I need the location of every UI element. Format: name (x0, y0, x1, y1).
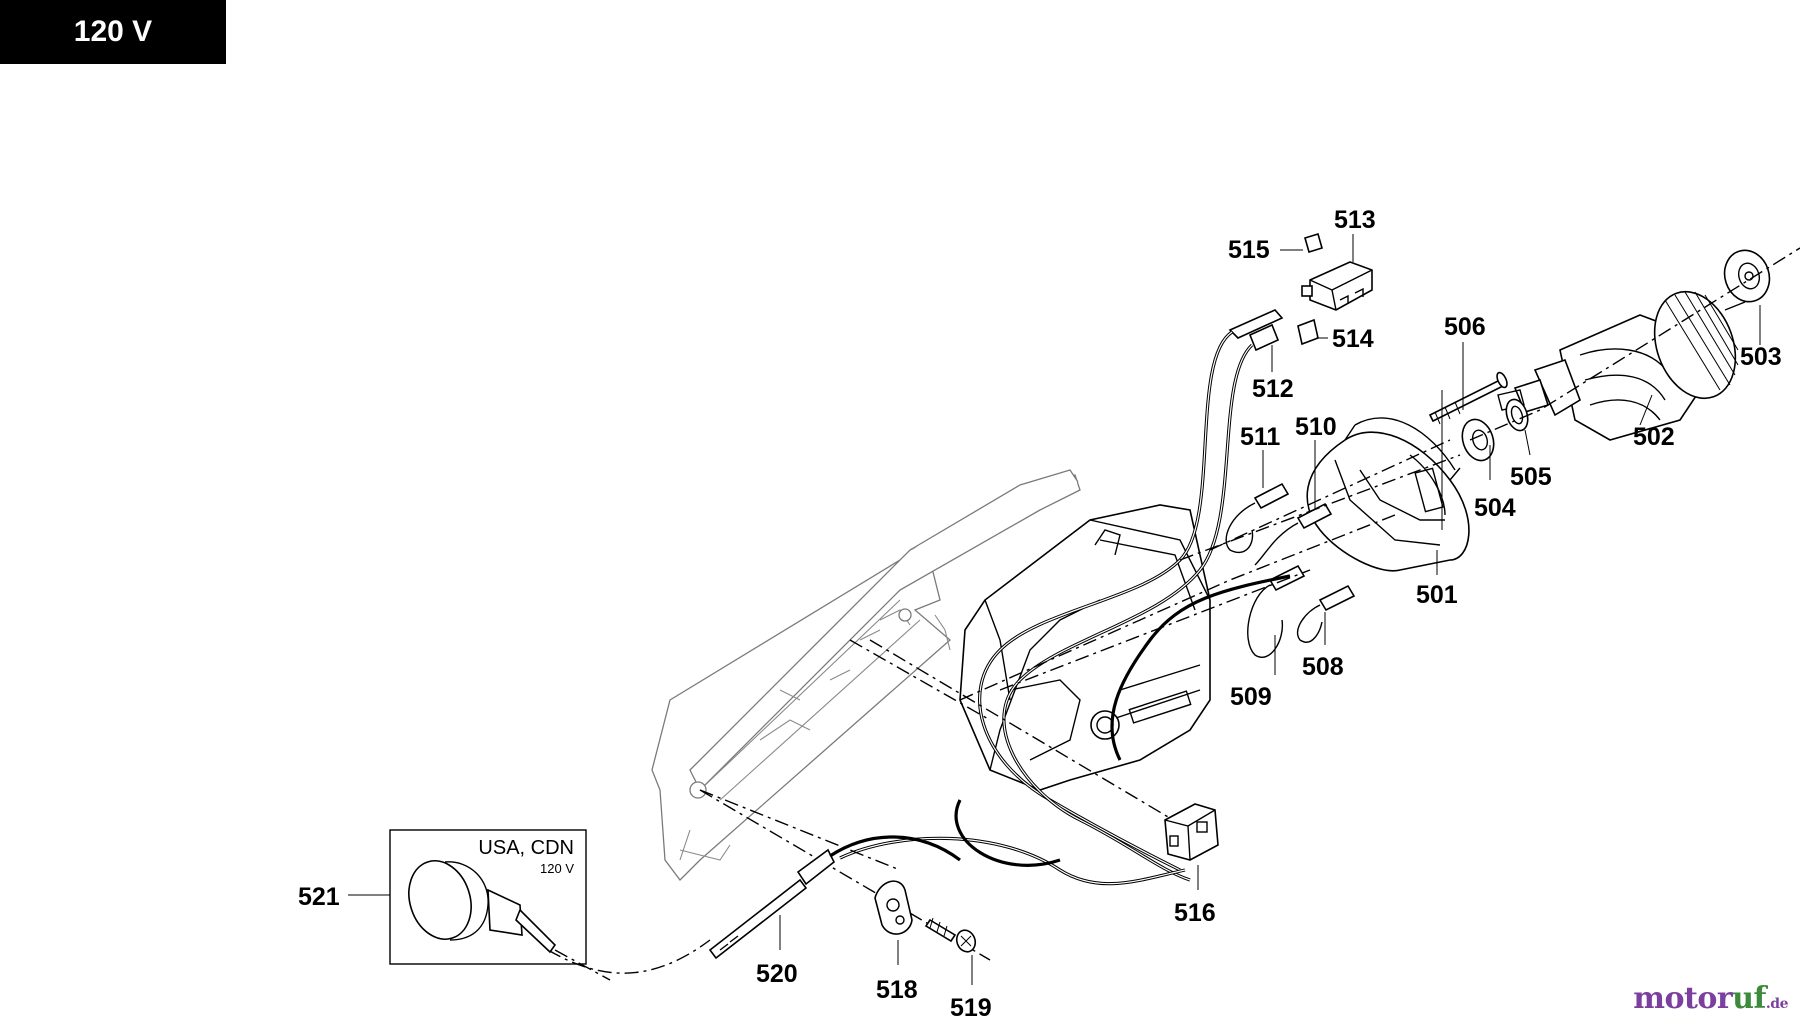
label-514: 514 (1332, 325, 1374, 353)
label-501: 501 (1416, 581, 1458, 609)
inset-voltage: 120 V (540, 861, 574, 876)
watermark-brand-a: motor (1633, 981, 1733, 1016)
connector-511 (1225, 482, 1290, 554)
label-521: 521 (298, 883, 340, 911)
leader-lines (348, 234, 1761, 985)
inset-region: USA, CDN (478, 837, 574, 859)
power-cord-520 (708, 835, 961, 960)
label-516: 516 (1174, 899, 1216, 927)
plug-inset-521: USA, CDN 120 V (389, 829, 611, 981)
watermark-logo: motoruf.de (1633, 981, 1788, 1016)
connector-block-516 (1164, 803, 1219, 861)
label-518: 518 (876, 976, 918, 1004)
label-502: 502 (1633, 423, 1675, 451)
label-504: 504 (1474, 494, 1516, 522)
connector-508 (1296, 584, 1356, 643)
screw-519 (924, 917, 977, 953)
label-509: 509 (1230, 683, 1272, 711)
label-513: 513 (1334, 206, 1376, 234)
connector-512 (1228, 309, 1284, 352)
motor-housing (959, 504, 1211, 791)
label-512: 512 (1252, 375, 1294, 403)
switch-513 (1301, 261, 1373, 311)
label-511: 511 (1240, 423, 1280, 451)
watermark-domain: .de (1765, 996, 1789, 1012)
label-508: 508 (1302, 653, 1344, 681)
armature-502 (1497, 290, 1746, 441)
label-505: 505 (1510, 463, 1552, 491)
strain-relief-518 (874, 880, 913, 935)
washer-505 (1505, 398, 1529, 432)
label-506: 506 (1444, 313, 1486, 341)
part-labels: 513 515 514 512 506 503 511 510 502 505 … (298, 206, 1782, 1022)
voltage-label: 120 V (73, 15, 153, 48)
stator-501 (1306, 417, 1470, 572)
insulator-514 (1297, 318, 1319, 346)
label-510: 510 (1295, 413, 1337, 441)
bearing-504 (1461, 418, 1495, 462)
label-515: 515 (1228, 236, 1270, 264)
label-520: 520 (756, 960, 798, 988)
wiring-cables (839, 330, 1291, 886)
screw-506 (1428, 371, 1508, 425)
label-503: 503 (1740, 343, 1782, 371)
bearing-503 (1723, 249, 1771, 303)
label-519: 519 (950, 994, 992, 1022)
voltage-header: 120 V (0, 0, 226, 64)
insulator-515 (1304, 232, 1323, 254)
watermark-brand-b: uf (1732, 981, 1766, 1016)
